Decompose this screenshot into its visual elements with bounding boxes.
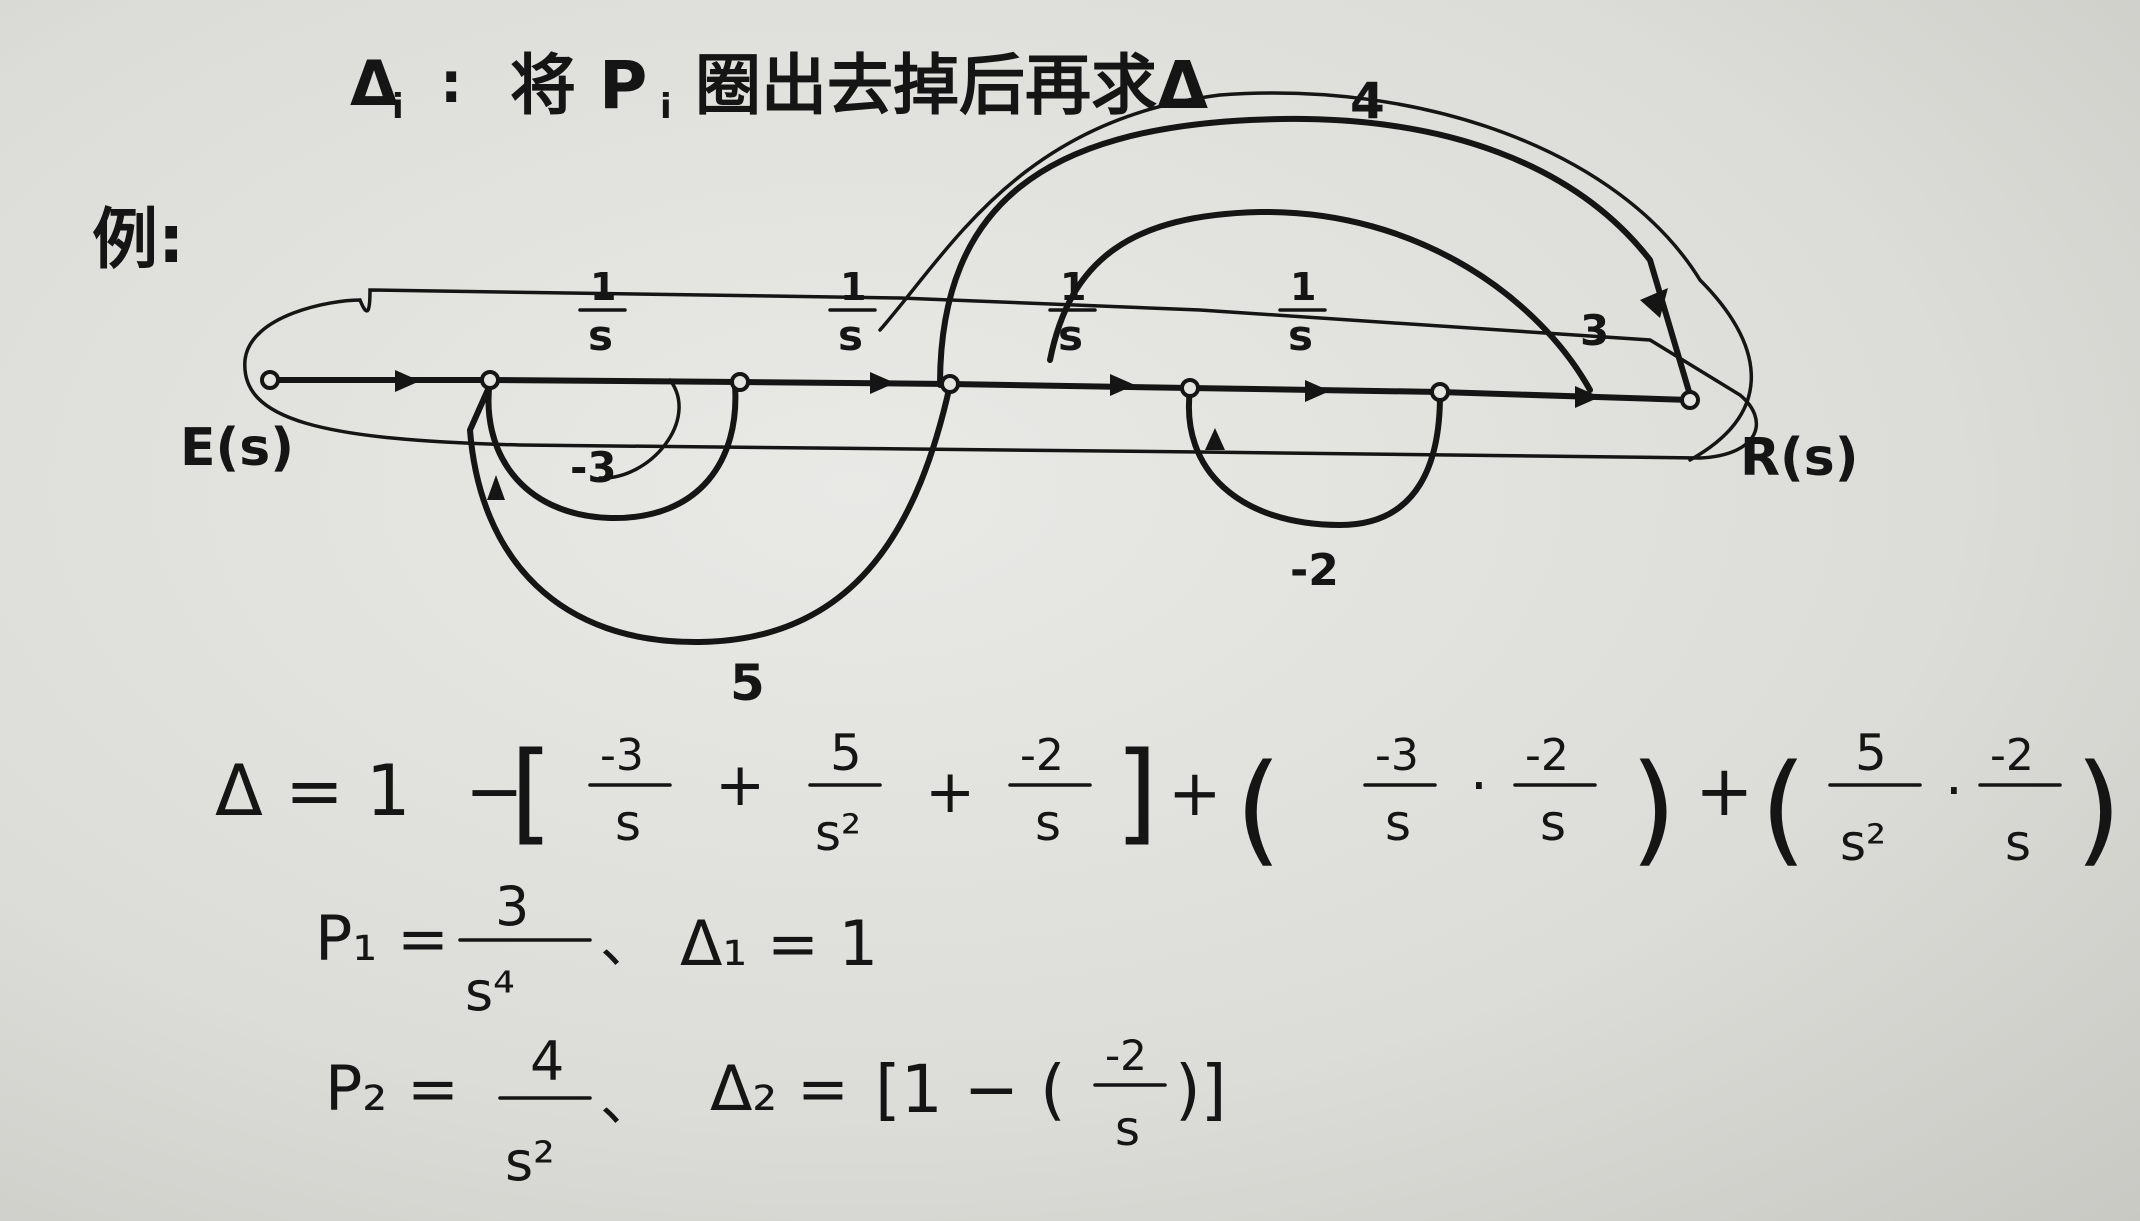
node-6 <box>1430 382 1450 402</box>
svg-text:s: s <box>838 311 863 360</box>
svg-text:+: + <box>715 750 765 820</box>
loop-p1-outline <box>243 288 1759 460</box>
gain-neg2-label: -2 <box>1290 545 1339 596</box>
gain-1-over-s-1: 1 s <box>578 265 627 360</box>
loop-neg3-inner <box>598 378 681 480</box>
svg-text:): ) <box>1630 740 1677 879</box>
svg-text:s: s <box>1540 794 1566 852</box>
svg-text:·: · <box>1945 759 1963 824</box>
loop-neg2 <box>1185 387 1443 528</box>
p1-equation: P₁ = 3 s⁴ 、 Δ₁ = 1 <box>315 875 878 1023</box>
svg-text:s: s <box>1288 311 1313 360</box>
arrow-forward-3 <box>1110 374 1135 396</box>
svg-text:3: 3 <box>495 875 529 938</box>
heading-colon: : <box>440 51 462 116</box>
svg-text:): ) <box>2075 740 2122 879</box>
gain-4-label: 4 <box>1350 72 1385 130</box>
svg-text:(: ( <box>1760 740 1807 879</box>
heading-text-subscript: i <box>660 87 672 127</box>
svg-text:-2: -2 <box>1020 730 1064 781</box>
node-input <box>260 370 280 390</box>
gain-1-over-s-4: 1 s <box>1278 265 1327 360</box>
svg-text:s²: s² <box>815 804 861 862</box>
loop-gain-5 <box>467 382 953 646</box>
svg-text:]: ] <box>1115 728 1158 856</box>
gain-3-label: 3 <box>1580 306 1609 355</box>
svg-text:s: s <box>1035 794 1061 852</box>
arc-gain-3 <box>1047 208 1593 393</box>
svg-text:Δ₂ =: Δ₂ = <box>710 1052 849 1125</box>
svg-text:-2: -2 <box>1990 730 2034 781</box>
svg-text:)]: )] <box>1175 1051 1227 1128</box>
svg-text:s: s <box>1058 311 1083 360</box>
svg-text:s²: s² <box>505 1130 555 1193</box>
svg-text:-3: -3 <box>1375 730 1419 781</box>
svg-text:s: s <box>1385 794 1411 852</box>
svg-text:1: 1 <box>840 265 866 309</box>
gain-5-label: 5 <box>730 654 765 712</box>
svg-text:-2: -2 <box>1105 1031 1147 1080</box>
svg-text:4: 4 <box>530 1030 564 1093</box>
arrow-loop-5 <box>487 475 505 500</box>
svg-text:1: 1 <box>590 265 616 309</box>
svg-text:(: ( <box>1235 740 1282 879</box>
svg-text:+: + <box>1168 757 1222 831</box>
svg-text:1: 1 <box>1060 265 1086 309</box>
svg-text:5: 5 <box>830 724 862 782</box>
node-3 <box>730 372 750 392</box>
output-label: R(s) <box>1740 428 1859 488</box>
loop-neg3 <box>485 377 739 522</box>
node-4 <box>940 374 960 394</box>
gain-neg3-label: -3 <box>570 443 617 492</box>
svg-text:Δ₁ = 1: Δ₁ = 1 <box>680 907 878 980</box>
svg-text:s: s <box>588 311 613 360</box>
svg-text:、: 、 <box>600 911 656 976</box>
delta-lhs: Δ = 1 <box>215 750 411 832</box>
svg-text:s: s <box>2005 814 2031 872</box>
arrow-forward-1 <box>395 370 420 392</box>
p2-equation: P₂ = 4 s² 、 Δ₂ = [1 − ( -2 s )] <box>325 1030 1227 1193</box>
example-label: 例: <box>92 201 184 278</box>
heading-delta-subscript: i <box>392 87 404 127</box>
input-label: E(s) <box>180 418 294 478</box>
gain-1-over-s-3: 1 s <box>1048 265 1097 360</box>
svg-text:·: · <box>1470 754 1488 819</box>
svg-text:s²: s² <box>1840 814 1886 872</box>
svg-text:-2: -2 <box>1525 730 1569 781</box>
svg-text:1: 1 <box>1290 265 1316 309</box>
gain-1-over-s-2: 1 s <box>828 265 877 360</box>
arrow-forward-2 <box>870 372 895 394</box>
svg-text:+: + <box>925 757 975 827</box>
arrow-forward-4 <box>1305 380 1330 402</box>
svg-text:s⁴: s⁴ <box>465 960 515 1023</box>
heading: Δ i : 将 P i 圈出去掉后再求Δ <box>350 47 1208 127</box>
svg-text:s: s <box>1115 1101 1140 1157</box>
svg-text:5: 5 <box>1855 724 1887 782</box>
arc-gain-4-outline <box>878 91 1754 462</box>
arrow-forward-5 <box>1575 386 1600 408</box>
arc-gain-4 <box>937 115 1693 398</box>
svg-text:s: s <box>615 794 641 852</box>
svg-text:、: 、 <box>600 1069 656 1134</box>
svg-text:−: − <box>465 750 524 832</box>
delta-equation: Δ = 1 − [ -3 s + 5 s² + -2 s ] + ( -3 s … <box>215 724 2122 879</box>
arrow-gain-4 <box>1640 288 1668 318</box>
svg-text:+: + <box>1695 750 1754 832</box>
svg-text:[1 − (: [1 − ( <box>875 1051 1066 1128</box>
flow-graph: E(s) R(s) 1 s 1 s 1 s 1 s 4 3 -3 -2 5 <box>180 72 1859 712</box>
node-2 <box>480 370 500 390</box>
svg-text:P₁ =: P₁ = <box>315 902 449 975</box>
node-output <box>1680 390 1700 410</box>
arrow-loop-neg2 <box>1205 428 1225 450</box>
node-5 <box>1180 378 1200 398</box>
svg-text:[: [ <box>510 728 553 856</box>
svg-text:-3: -3 <box>600 730 644 781</box>
heading-text: 将 P <box>510 47 647 124</box>
heading-text-rest: 圈出去掉后再求Δ <box>695 47 1208 124</box>
svg-text:P₂ =: P₂ = <box>325 1052 459 1125</box>
heading-delta: Δ <box>350 47 398 120</box>
